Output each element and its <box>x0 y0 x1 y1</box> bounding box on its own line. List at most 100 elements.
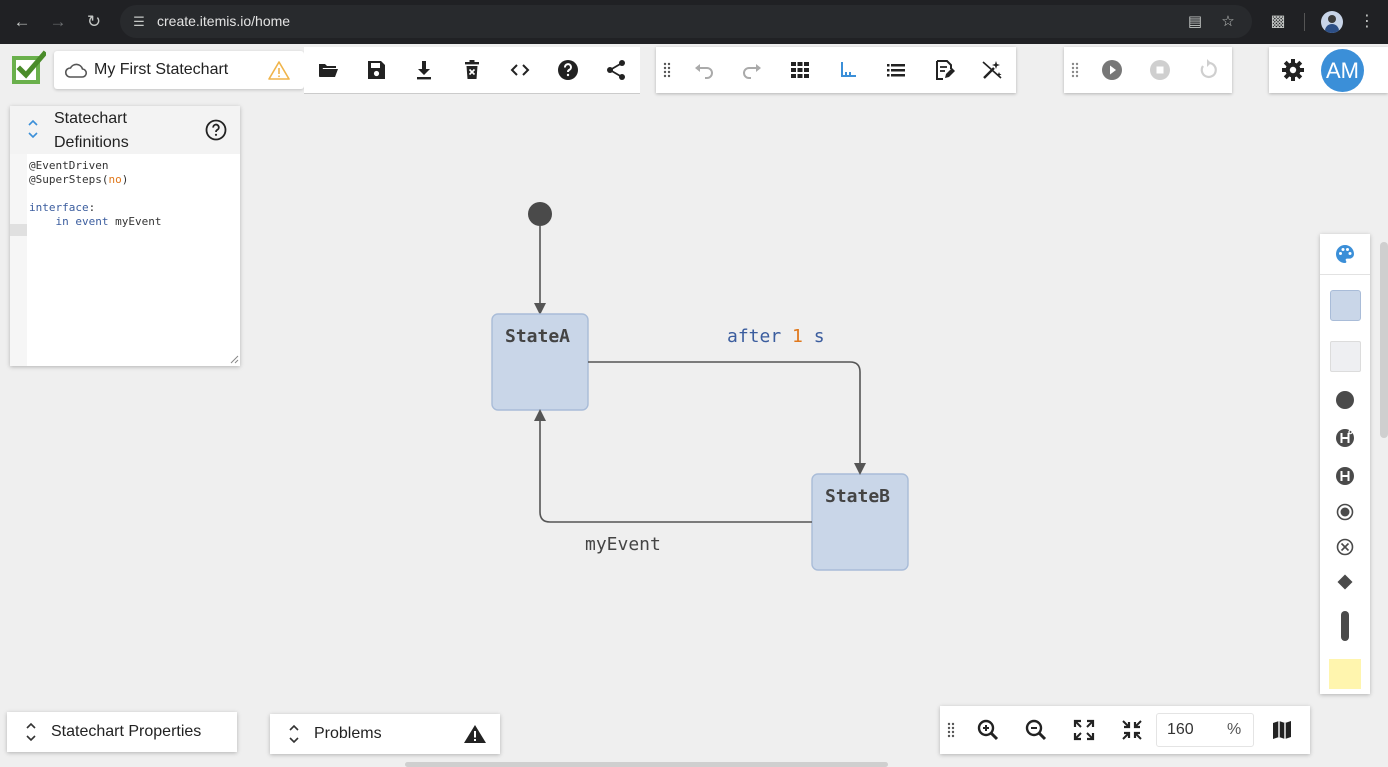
palette-divider <box>1320 274 1370 275</box>
drag-handle-icon[interactable] <box>1071 62 1081 78</box>
share-button[interactable] <box>600 54 632 86</box>
stop-simulation-button[interactable] <box>1144 54 1176 86</box>
url-text[interactable]: create.itemis.io/home <box>157 13 291 29</box>
stop-icon <box>1150 60 1170 80</box>
magic-wand-icon <box>982 61 1002 79</box>
code-line[interactable]: in event myEvent <box>29 215 162 229</box>
drag-handle-icon[interactable] <box>663 62 673 78</box>
code-line[interactable]: interface: <box>29 201 95 215</box>
transition-a-to-b[interactable] <box>588 361 866 475</box>
list-button[interactable] <box>880 54 912 86</box>
transition-b-to-a[interactable] <box>534 409 812 523</box>
vertical-scrollbar[interactable] <box>1380 242 1388 438</box>
undo-button[interactable] <box>688 54 720 86</box>
palette-choice[interactable] <box>1329 566 1361 598</box>
trigger-keyword: after <box>727 326 782 347</box>
minimap-button[interactable] <box>1266 714 1298 746</box>
palette-toggle-button[interactable] <box>1329 238 1361 270</box>
user-avatar[interactable]: AM <box>1321 49 1364 92</box>
browser-menu-icon[interactable]: ⋮ <box>1359 13 1375 30</box>
play-simulation-button[interactable] <box>1096 54 1128 86</box>
browser-profile-avatar[interactable] <box>1321 11 1343 33</box>
restart-simulation-button[interactable] <box>1192 54 1224 86</box>
transition-a-to-b-label[interactable]: after 1 s <box>727 326 825 347</box>
auto-layout-button[interactable] <box>976 54 1008 86</box>
palette-state[interactable] <box>1329 289 1361 321</box>
statechart-properties-panel[interactable]: Statechart Properties <box>7 712 237 752</box>
itemis-logo-icon[interactable] <box>10 50 46 86</box>
choice-diamond-icon <box>1337 574 1353 590</box>
file-title[interactable]: My First Statechart <box>94 61 229 78</box>
palette-deep-history[interactable] <box>1329 422 1361 454</box>
zoom-toolbar: % <box>940 706 1310 754</box>
code-view-button[interactable] <box>504 54 536 86</box>
palette-final-state[interactable] <box>1329 496 1361 528</box>
back-icon[interactable]: ← <box>13 12 31 31</box>
state-a-label[interactable]: StateA <box>505 326 571 347</box>
redo-icon <box>743 64 761 79</box>
problems-panel[interactable]: Problems <box>270 714 500 754</box>
grid-button[interactable] <box>784 54 816 86</box>
state-b-label[interactable]: StateB <box>825 486 891 507</box>
file-name-card[interactable]: My First Statechart <box>54 51 304 89</box>
palette-region[interactable] <box>1329 340 1361 372</box>
save-button[interactable] <box>360 54 392 86</box>
editor-gutter <box>10 154 27 366</box>
restart-icon <box>1200 59 1217 79</box>
sync-bar-icon <box>1341 611 1349 641</box>
zoom-out-icon <box>1025 719 1047 741</box>
region-shape-icon <box>1329 340 1361 372</box>
forward-icon[interactable]: → <box>49 12 67 31</box>
delete-icon <box>465 60 479 79</box>
fit-to-screen-button[interactable] <box>1068 714 1100 746</box>
note-shape-icon <box>1329 659 1361 689</box>
snap-icon <box>841 62 856 77</box>
transition-b-to-a-label[interactable]: myEvent <box>585 534 661 555</box>
help-circle-icon[interactable] <box>205 119 227 141</box>
expand-toggle-icon[interactable] <box>288 723 300 745</box>
collapse-toggle-icon[interactable] <box>27 118 39 140</box>
collapse-view-button[interactable] <box>1116 714 1148 746</box>
reload-icon[interactable]: ↻ <box>86 12 102 31</box>
palette-exit[interactable] <box>1329 531 1361 563</box>
save-icon <box>368 61 385 79</box>
edit-document-button[interactable] <box>928 54 960 86</box>
help-button[interactable] <box>552 54 584 86</box>
address-bar[interactable]: ☰ create.itemis.io/home ▤ ☆ <box>120 5 1252 38</box>
zoom-out-button[interactable] <box>1020 714 1052 746</box>
trigger-number: 1 <box>792 326 803 347</box>
bookmark-star-icon[interactable]: ☆ <box>1221 13 1235 30</box>
drag-handle-icon[interactable] <box>947 722 957 738</box>
palette-shallow-history[interactable] <box>1329 460 1361 492</box>
palette-note[interactable] <box>1329 658 1361 690</box>
code-line[interactable]: @EventDriven <box>29 159 108 173</box>
warning-icon[interactable] <box>268 60 290 80</box>
extensions-icon[interactable]: ▩ <box>1270 13 1286 30</box>
gear-icon <box>1282 59 1304 81</box>
zoom-unit: % <box>1227 721 1242 738</box>
site-settings-icon[interactable]: ☰ <box>133 14 145 29</box>
expand-toggle-icon[interactable] <box>25 721 37 743</box>
open-folder-button[interactable] <box>312 54 344 86</box>
delete-button[interactable] <box>456 54 488 86</box>
download-button[interactable] <box>408 54 440 86</box>
zoom-in-button[interactable] <box>972 714 1004 746</box>
snap-to-grid-button[interactable] <box>832 54 864 86</box>
translate-icon[interactable]: ▤ <box>1187 13 1203 30</box>
palette-initial[interactable] <box>1329 384 1361 416</box>
initial-node[interactable] <box>528 202 552 226</box>
warning-filled-icon <box>464 725 486 743</box>
horizontal-scrollbar[interactable] <box>405 762 888 767</box>
definitions-header: Statechart Definitions <box>10 106 240 154</box>
definitions-editor[interactable]: @EventDriven@SuperSteps(no) interface: in… <box>10 154 240 366</box>
settings-button[interactable] <box>1277 54 1309 86</box>
code-token: in event <box>55 215 109 228</box>
share-icon <box>607 60 625 80</box>
resize-handle-icon[interactable] <box>230 355 239 364</box>
zoom-level-input[interactable] <box>1156 713 1254 747</box>
code-line[interactable]: @SuperSteps(no) <box>29 173 128 187</box>
redo-button[interactable] <box>736 54 768 86</box>
palette-synchronization[interactable] <box>1329 610 1361 642</box>
file-toolbar <box>304 47 640 93</box>
definitions-panel: Statechart Definitions @EventDriven@Supe… <box>10 106 240 366</box>
